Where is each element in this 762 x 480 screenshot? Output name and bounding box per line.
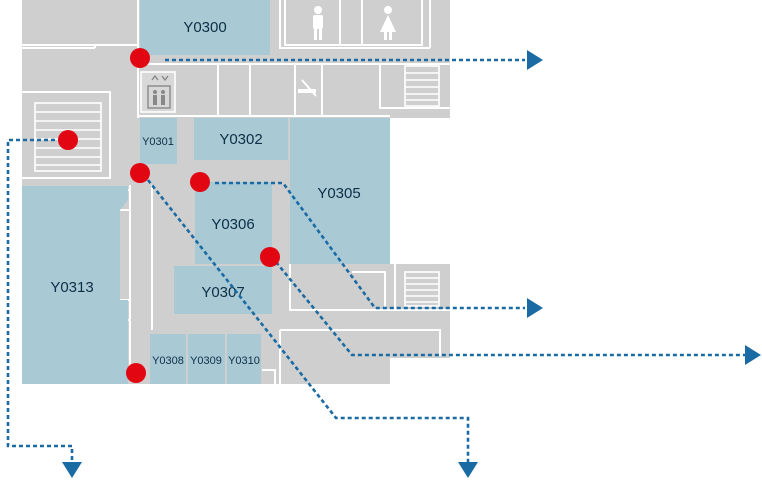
- location-marker: [190, 172, 210, 192]
- room-label: Y0305: [317, 185, 360, 202]
- route-path: [274, 261, 745, 357]
- room-Y0300: [140, 0, 270, 55]
- route-path: [146, 179, 470, 462]
- route-arrows: [62, 50, 761, 478]
- room-label: Y0306: [211, 216, 254, 233]
- room-Y0301: [140, 118, 177, 164]
- location-marker: [260, 247, 280, 267]
- room-label: Y0300: [183, 19, 226, 36]
- man-icon: [313, 6, 323, 40]
- room-Y0308: [150, 334, 186, 384]
- room-labels: Y0300 Y0301 Y0302 Y0305 Y0306 Y0307 Y030…: [50, 19, 360, 367]
- stairs-icon: [404, 271, 440, 307]
- arrow-down-icon: [458, 462, 478, 478]
- room-Y0309: [188, 334, 225, 384]
- location-marker: [58, 130, 78, 150]
- location-marker: [130, 48, 150, 68]
- route-path: [6, 138, 74, 462]
- room-Y0310: [227, 334, 261, 384]
- room-label: Y0309: [190, 355, 222, 367]
- room-label: Y0301: [142, 136, 174, 148]
- no-smoking-icon: [298, 79, 317, 97]
- room-Y0306: [195, 182, 272, 264]
- location-markers: [58, 48, 280, 383]
- elevator-icon: [140, 71, 176, 113]
- arrow-right-icon: [527, 50, 543, 70]
- evacuation-routes: [6, 58, 745, 462]
- arrow-right-icon: [745, 345, 761, 365]
- room-label: Y0313: [50, 279, 93, 296]
- arrow-down-icon: [62, 462, 82, 478]
- room-label: Y0308: [152, 355, 184, 367]
- location-marker: [130, 163, 150, 183]
- stairs-icon: [404, 65, 440, 107]
- arrow-right-icon: [527, 298, 543, 318]
- room-label: Y0302: [219, 131, 262, 148]
- room-label: Y0310: [228, 355, 260, 367]
- walls: [22, 0, 450, 384]
- location-marker: [126, 363, 146, 383]
- room-Y0313: [22, 186, 128, 384]
- room-Y0305: [290, 118, 390, 264]
- room-Y0302: [194, 118, 288, 160]
- room-label: Y0307: [201, 284, 244, 301]
- woman-icon: [380, 6, 396, 40]
